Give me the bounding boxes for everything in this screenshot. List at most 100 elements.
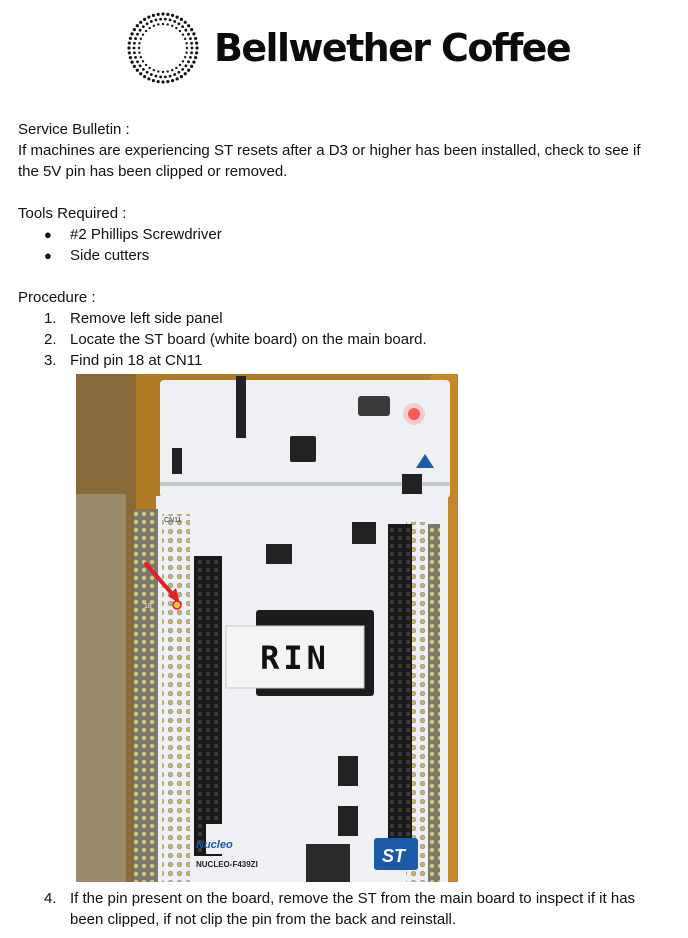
step-text-line2: been clipped, if not clip the pin from t… xyxy=(70,911,457,928)
pointer-arrowhead xyxy=(168,588,180,604)
logo-dot xyxy=(139,20,143,24)
tool-item: #2 Phillips Screwdriver xyxy=(70,226,222,243)
logo-dot xyxy=(148,66,151,70)
tools-heading: Tools Required : xyxy=(18,205,127,222)
logo-dot xyxy=(163,75,167,79)
logo-dot xyxy=(154,74,158,78)
logo-dot xyxy=(185,46,189,50)
logo-dot xyxy=(154,18,158,22)
st-logo-icon: ST xyxy=(382,846,407,866)
logo-dot xyxy=(141,67,145,71)
logo-dot xyxy=(139,72,143,76)
step-text: Remove left side panel xyxy=(70,310,223,327)
logo-dot xyxy=(190,28,194,32)
logo-dot xyxy=(132,64,136,68)
logo-dot xyxy=(166,70,169,73)
logo-dot xyxy=(170,79,175,83)
logo-dot xyxy=(128,36,132,41)
logo-dot xyxy=(136,32,139,36)
logo-dot xyxy=(135,68,139,72)
logo-dot xyxy=(175,26,178,30)
dotted-circle-logo-icon xyxy=(127,12,199,84)
step-number: 1. xyxy=(44,310,57,327)
logo-dot xyxy=(135,24,139,28)
logo-dot xyxy=(157,70,160,73)
logo-dot xyxy=(184,64,188,68)
logo-dot xyxy=(137,46,141,50)
logo-dot xyxy=(133,41,136,45)
procedure-heading: Procedure : xyxy=(18,289,96,306)
logo-dot xyxy=(190,51,193,55)
logo-dot xyxy=(132,28,136,32)
bulletin-summary-line2: the 5V pin has been clipped or removed. xyxy=(18,163,288,180)
logo-dot xyxy=(195,51,199,55)
logo-dot xyxy=(138,28,142,32)
logo-dot xyxy=(156,12,160,16)
step-number: 3. xyxy=(44,352,57,369)
step-text: Find pin 18 at CN11 xyxy=(70,352,203,369)
logo-dot xyxy=(152,68,156,72)
logo-dot xyxy=(189,37,192,40)
bulletin-summary-line1: If machines are experiencing ST resets a… xyxy=(18,142,641,159)
logo-dot xyxy=(190,64,194,68)
logo-dot xyxy=(178,63,182,67)
logo-dot xyxy=(170,68,174,72)
logo-dot xyxy=(168,18,172,22)
logo-dot xyxy=(138,64,142,68)
board-photo: RIN CN11 Nucleo NUCLEO-F439ZI ST 18 xyxy=(76,374,458,882)
logo-dot xyxy=(166,80,170,84)
logo-dot xyxy=(147,15,151,19)
logo-dot xyxy=(127,51,131,55)
logo-dot xyxy=(161,80,165,84)
brand-logo: Bellwether Coffee xyxy=(126,12,572,84)
bulletin-heading: Service Bulletin : xyxy=(18,121,130,138)
logo-dot xyxy=(134,56,137,59)
logo-dot xyxy=(144,29,148,33)
logo-dot xyxy=(190,46,194,50)
logo-dot xyxy=(145,22,149,26)
logo-dot xyxy=(161,12,165,16)
logo-dot xyxy=(148,26,151,30)
logo-dot xyxy=(163,17,167,21)
logo-dot xyxy=(185,42,188,45)
logo-dot xyxy=(152,24,156,28)
step-number: 4. xyxy=(44,890,57,907)
logo-dot xyxy=(156,80,160,84)
logo-dot xyxy=(194,55,198,60)
logo-dot xyxy=(179,17,183,21)
logo-dot xyxy=(173,73,177,76)
logo-dot xyxy=(181,67,185,71)
brand-name: Bellwether Coffee xyxy=(214,26,572,70)
step-text-line1: If the pin present on the board, remove … xyxy=(70,890,636,907)
logo-dot xyxy=(147,77,151,81)
logo-dot xyxy=(187,24,191,28)
logo-dot xyxy=(181,33,185,36)
logo-dot xyxy=(139,37,143,41)
logo-dot xyxy=(192,60,196,64)
logo-dot xyxy=(141,60,145,63)
logo-dot xyxy=(130,32,134,36)
board-model: NUCLEO-F439ZI xyxy=(196,860,258,869)
logo-dot xyxy=(139,55,143,59)
logo-dot xyxy=(159,17,163,21)
logo-dot xyxy=(187,32,190,36)
logo-dot xyxy=(149,73,153,76)
logo-dot xyxy=(127,46,131,50)
logo-dot xyxy=(145,70,149,74)
logo-dot xyxy=(170,24,174,28)
logo-dot xyxy=(183,55,187,59)
logo-dot xyxy=(184,28,188,32)
logo-dot xyxy=(132,46,136,50)
step-text: Locate the ST board (white board) on the… xyxy=(70,331,427,348)
logo-dot xyxy=(178,29,182,33)
logo-dot xyxy=(128,55,132,60)
logo-dot xyxy=(183,20,187,24)
logo-dot xyxy=(151,79,156,83)
logo-dot xyxy=(177,70,181,74)
logo-dot xyxy=(194,36,198,41)
logo-dot xyxy=(134,37,137,40)
logo-dot xyxy=(175,77,179,81)
logo-dot xyxy=(149,20,153,23)
logo-dot xyxy=(136,60,139,64)
logo-dot xyxy=(192,32,196,36)
